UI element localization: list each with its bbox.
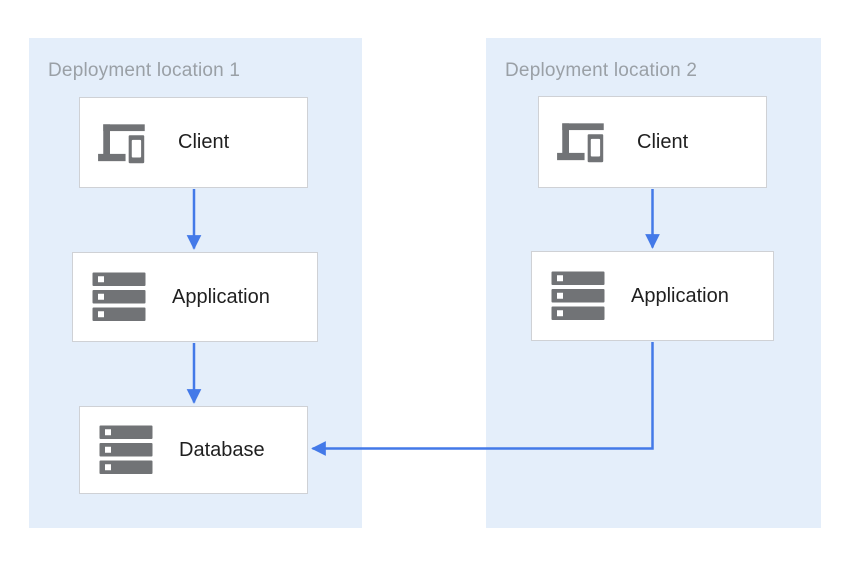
node-label: Client — [637, 130, 689, 153]
node-application-loc1: Application — [72, 252, 318, 342]
node-label: Application — [172, 285, 270, 308]
node-client-loc1: Client — [79, 97, 308, 188]
node-client-loc2: Client — [538, 96, 767, 188]
devices-icon — [96, 119, 152, 167]
deployment-location-1-title: Deployment location 1 — [48, 60, 241, 81]
server-stack-icon — [551, 271, 605, 321]
server-stack-icon — [92, 272, 146, 322]
node-label: Database — [179, 438, 265, 461]
server-stack-icon — [99, 425, 153, 475]
node-label: Application — [631, 284, 729, 307]
deployment-location-2-title: Deployment location 2 — [505, 60, 698, 81]
devices-icon — [555, 118, 611, 166]
node-label: Client — [178, 131, 230, 153]
node-application-loc2: Application — [531, 251, 774, 341]
node-database-loc1: Database — [79, 406, 308, 494]
